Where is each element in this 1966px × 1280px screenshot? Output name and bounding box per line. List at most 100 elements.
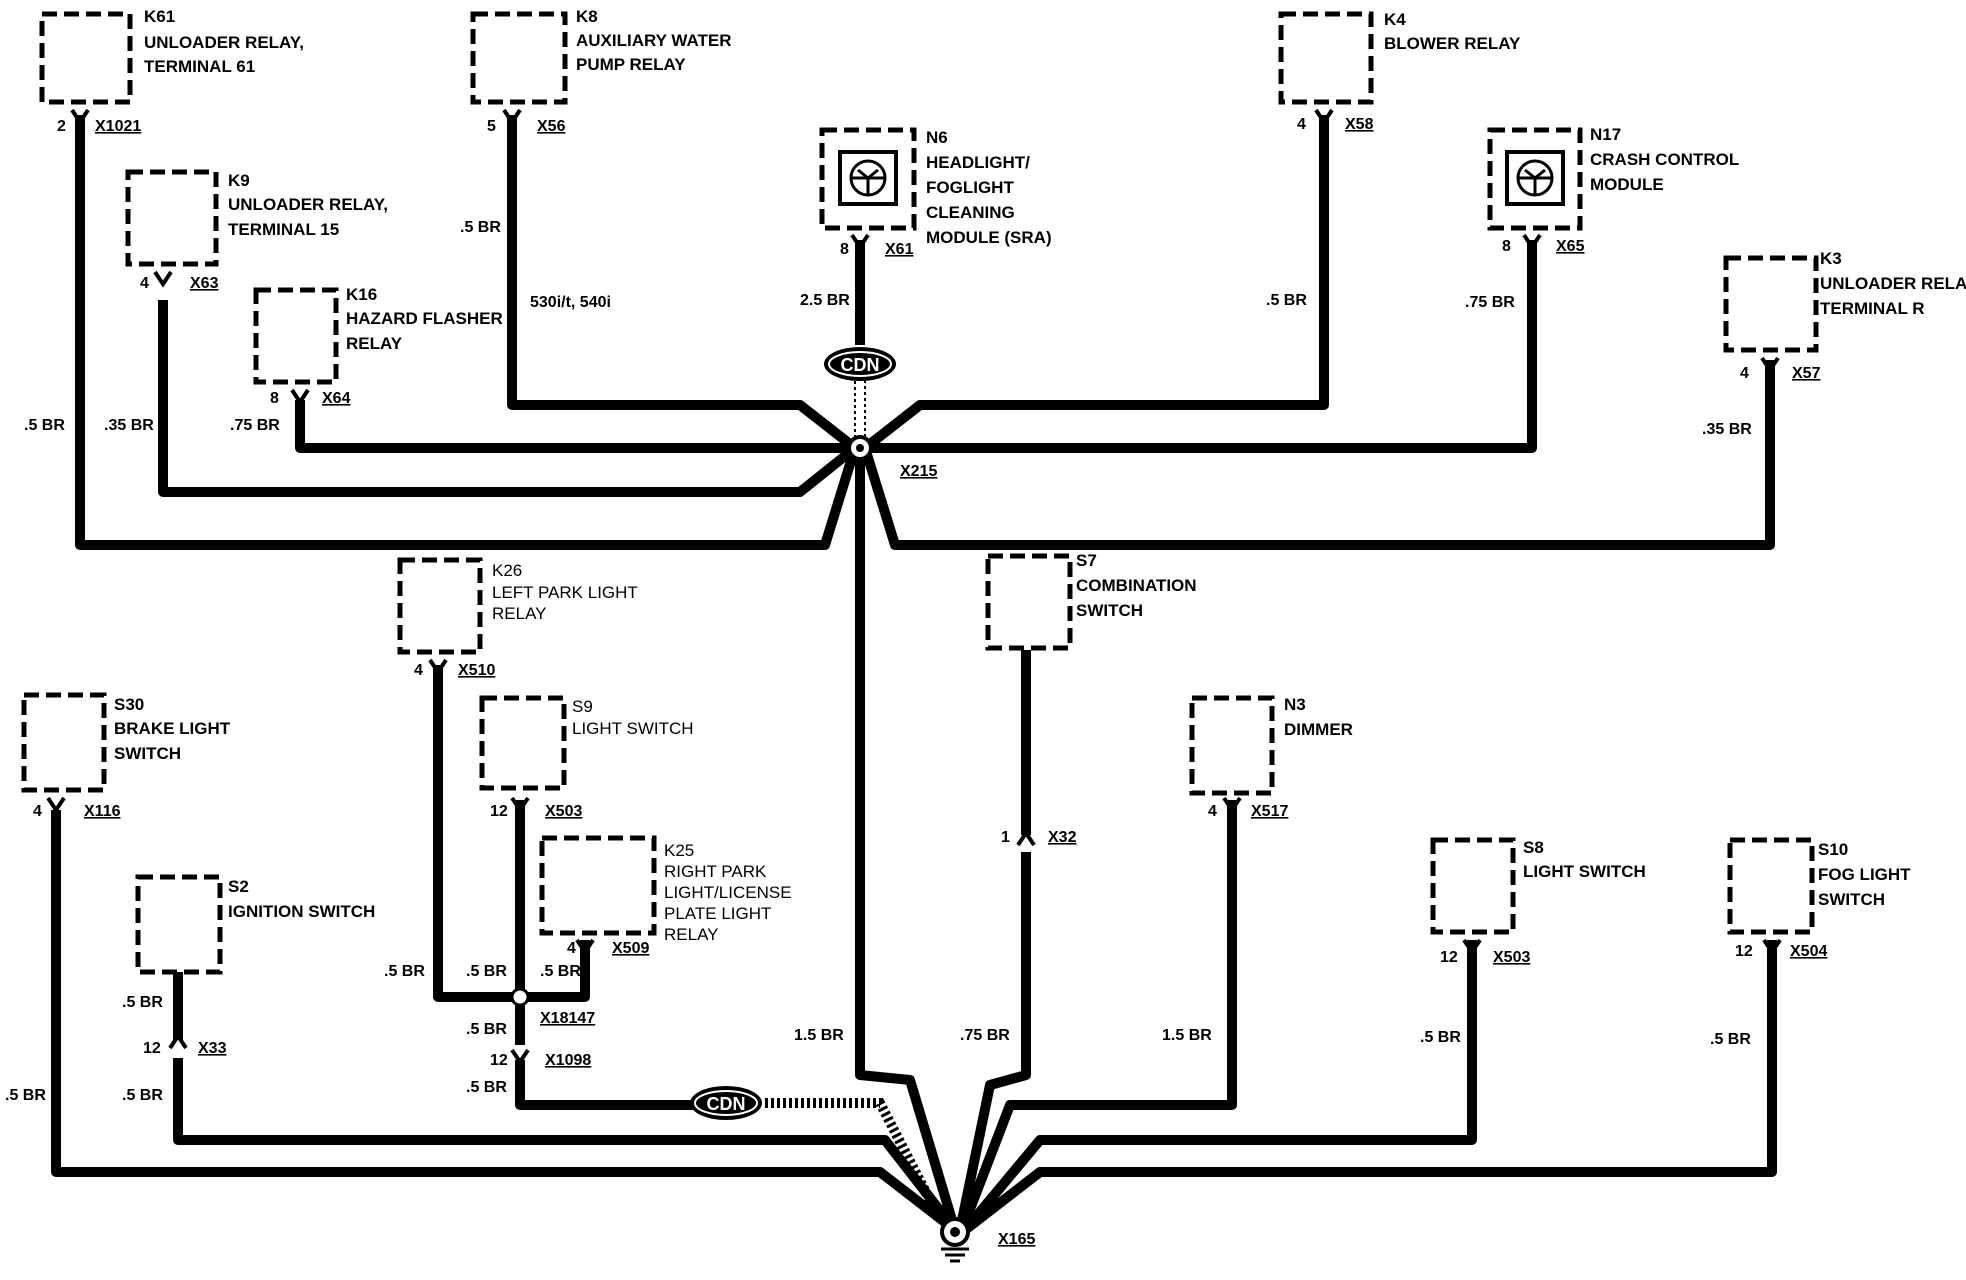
wire-s30: [51, 810, 959, 1234]
gauge-n17: .75 BR: [1465, 294, 1515, 311]
box-n3[interactable]: [1189, 695, 1275, 796]
chevron-icon: [850, 233, 870, 251]
k16-desc-1: HAZARD FLASHER: [346, 309, 503, 328]
wire-n17: [865, 240, 1537, 453]
s10-pin: 12: [1735, 943, 1753, 960]
s7-connector: X32: [1048, 829, 1077, 846]
box-k26[interactable]: [397, 557, 483, 655]
chevron-icon: [168, 1032, 188, 1050]
s7-pin: 1: [1001, 829, 1010, 846]
k3-desc-1: UNLOADER RELAY,: [1820, 274, 1966, 293]
k26-desc-1: LEFT PARK LIGHT: [492, 583, 638, 602]
k25-desc-4: RELAY: [664, 925, 719, 944]
box-s2[interactable]: [135, 874, 223, 975]
lower-wires: [51, 650, 1777, 1234]
k61-connector: X1021: [95, 118, 141, 135]
s9-connector: X503: [545, 803, 582, 820]
n17-connector: X65: [1556, 238, 1585, 255]
gauge-k16: .75 BR: [230, 417, 280, 434]
s7-desc-1: COMBINATION: [1076, 576, 1197, 595]
gauge-k25: .5 BR: [540, 963, 581, 980]
gauge-n3: 1.5 BR: [1162, 1027, 1212, 1044]
k8-pin: 5: [487, 118, 496, 135]
s8-id: S8: [1523, 838, 1544, 857]
wire-k25: [520, 940, 590, 1002]
cdn-shield-upper: CDN: [824, 347, 896, 381]
k4-pin: 4: [1297, 116, 1306, 133]
gauge-k9: .35 BR: [104, 417, 154, 434]
n17-desc-1: CRASH CONTROL: [1590, 150, 1739, 169]
n6-pin: 8: [840, 241, 849, 258]
n3-id: N3: [1284, 695, 1306, 714]
chevron-icon: [1760, 356, 1780, 374]
box-s10[interactable]: [1727, 837, 1815, 935]
box-s9[interactable]: [479, 695, 567, 791]
n6-desc-2: FOGLIGHT: [926, 178, 1014, 197]
k25-desc-3: PLATE LIGHT: [664, 904, 771, 923]
k26-pin: 4: [414, 662, 423, 679]
wire-s10: [961, 940, 1777, 1234]
k4-desc-1: BLOWER RELAY: [1384, 34, 1521, 53]
gauge-s7: .75 BR: [960, 1027, 1010, 1044]
box-k9[interactable]: [125, 169, 219, 267]
splice-x1098-pin: 12: [490, 1052, 508, 1069]
gauge-trunk: 1.5 BR: [794, 1027, 844, 1044]
s7-desc-2: SWITCH: [1076, 601, 1143, 620]
box-k16[interactable]: [253, 287, 339, 385]
k61-id: K61: [144, 7, 175, 26]
cdn-shield-upper-link: [854, 377, 866, 441]
s30-desc-2: SWITCH: [114, 744, 181, 763]
box-s8[interactable]: [1430, 837, 1516, 935]
wire-s7: [955, 650, 1031, 1232]
k9-desc-1: UNLOADER RELAY,: [228, 195, 388, 214]
box-k25[interactable]: [539, 835, 657, 936]
cdn-shield-lower: CDN: [690, 1086, 762, 1120]
k25-pin: 4: [567, 940, 576, 957]
gauge-k4: .5 BR: [1266, 292, 1307, 309]
gauge-s8: .5 BR: [1420, 1029, 1461, 1046]
gauge-s2-upper: .5 BR: [122, 994, 163, 1011]
wire-k4: [861, 115, 1329, 452]
pin-connector-labels: 2 X1021 5 X56 4 X58 4 X63 8 X64 8 X61 8 …: [33, 116, 1827, 1248]
box-k8[interactable]: [470, 11, 568, 105]
component-labels: K61 UNLOADER RELAY, TERMINAL 61 K8 AUXIL…: [114, 7, 1966, 944]
box-s30[interactable]: [21, 692, 107, 793]
n3-pin: 4: [1208, 803, 1217, 820]
upper-wires: [75, 115, 1775, 550]
k16-connector: X64: [322, 390, 351, 407]
splice-x215-label: X215: [900, 463, 937, 480]
gauge-s9: .5 BR: [466, 963, 507, 980]
wire-k3: [860, 360, 1775, 550]
k26-id: K26: [492, 561, 522, 580]
module-symbol-n6: [838, 150, 898, 206]
s2-pin: 12: [143, 1040, 161, 1057]
n6-desc-3: CLEANING: [926, 203, 1015, 222]
k3-desc-2: TERMINAL R: [1820, 299, 1925, 318]
box-k4[interactable]: [1278, 11, 1374, 105]
ground-x165-label: X165: [998, 1231, 1035, 1248]
wire-k8: [507, 115, 859, 452]
k4-connector: X58: [1345, 116, 1374, 133]
s30-pin: 4: [33, 803, 42, 820]
wire-k26: [433, 665, 525, 1002]
n17-id: N17: [1590, 125, 1621, 144]
k3-pin: 4: [1740, 365, 1749, 382]
cdn-label-lower: CDN: [707, 1094, 746, 1114]
chevron-icon: [1314, 108, 1334, 126]
splice-x215-dot: [856, 444, 864, 452]
n6-connector: X61: [885, 241, 914, 258]
s2-id: S2: [228, 877, 249, 896]
chevron-icon: [510, 1048, 530, 1066]
box-k61[interactable]: [39, 11, 133, 105]
s30-id: S30: [114, 695, 144, 714]
k8-desc-2: PUMP RELAY: [576, 55, 686, 74]
gauge-n6: 2.5 BR: [800, 292, 850, 309]
k61-desc-2: TERMINAL 61: [144, 57, 255, 76]
gauge-s10: .5 BR: [1710, 1031, 1751, 1048]
k26-connector: X510: [458, 662, 495, 679]
box-k3[interactable]: [1723, 255, 1819, 353]
k9-desc-2: TERMINAL 15: [228, 220, 339, 239]
k9-pin: 4: [140, 275, 149, 292]
box-s7[interactable]: [985, 553, 1073, 651]
n3-connector: X517: [1251, 803, 1288, 820]
